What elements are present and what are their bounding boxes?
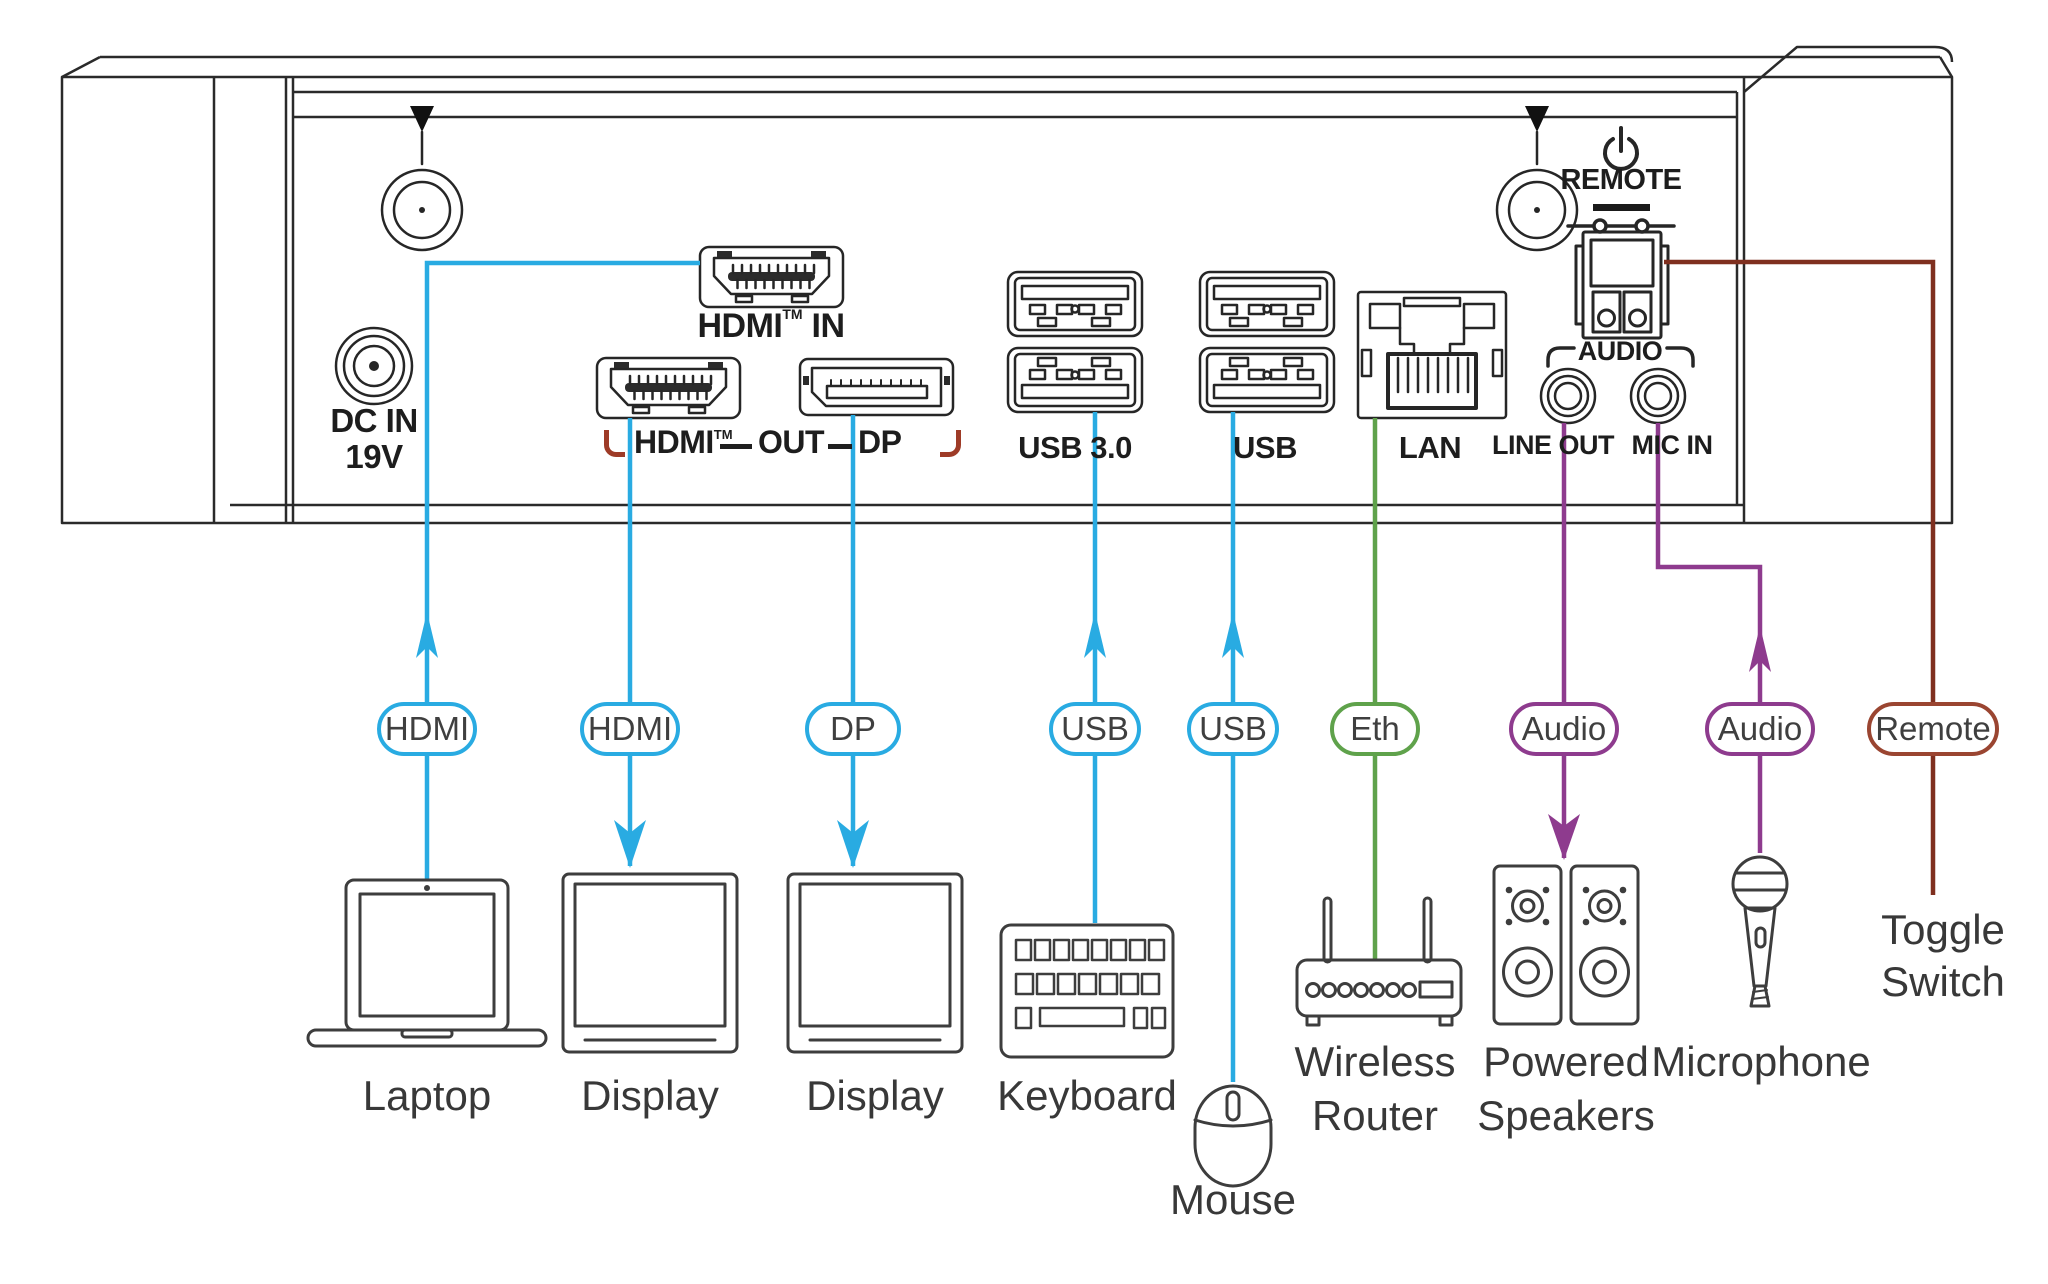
- connector-pill-usb-mouse: USB: [1187, 702, 1279, 756]
- mouse-icon: [1193, 1084, 1273, 1188]
- hdmi-in-port: [698, 245, 845, 309]
- microphone-label: Microphone: [1651, 1038, 1871, 1085]
- laptop-icon: [306, 878, 548, 1048]
- hdmi-in-label: HDMITM IN: [697, 306, 845, 345]
- toggle-switch-label-line1: Toggle: [1881, 906, 2005, 953]
- bracket-dash-2: [828, 444, 852, 449]
- arrow-up-usb-keyboard: [1084, 612, 1106, 658]
- hdmi-in-cable: [424, 260, 700, 880]
- arrow-up-usb-mouse: [1222, 612, 1244, 658]
- line-out-jack: [1539, 367, 1597, 425]
- bracket-right-hook: [940, 430, 961, 457]
- usb-port-bottom: [1198, 346, 1336, 414]
- contact-closure-icon: [1566, 204, 1676, 234]
- wireless-router-icon: [1295, 896, 1463, 1027]
- display-hdmi-icon: [561, 872, 739, 1054]
- lan-label: LAN: [1398, 430, 1462, 465]
- keyboard-label: Keyboard: [997, 1072, 1177, 1119]
- display-dp-label: Display: [806, 1072, 944, 1119]
- hdmi-out-port: [595, 356, 742, 420]
- connector-pill-hdmi-laptop: HDMI: [377, 702, 477, 756]
- lan-port: [1356, 290, 1508, 420]
- mic-in-jack: [1629, 367, 1687, 425]
- usb3-port-bottom: [1006, 346, 1144, 414]
- out-group-dp-text: DP: [858, 424, 902, 460]
- audio-label: AUDIO: [1577, 336, 1663, 366]
- arrow-up-hdmi-in: [416, 612, 438, 658]
- microphone-icon: [1731, 855, 1789, 1008]
- connector-pill-remote: Remote: [1867, 702, 1999, 756]
- arrow-down-display-hdmi: [614, 820, 646, 868]
- usb3-port-top: [1006, 270, 1144, 338]
- standby-button-right: [1495, 106, 1579, 252]
- powered-speakers-icon: [1492, 864, 1640, 1026]
- display-dp-icon: [786, 872, 964, 1054]
- line-out-label: LINE OUT: [1492, 430, 1615, 460]
- connector-pill-eth: Eth: [1330, 702, 1420, 756]
- remote-label: REMOTE: [1560, 164, 1682, 196]
- arrow-up-mic: [1749, 626, 1771, 672]
- remote-terminal-block: [1574, 230, 1670, 340]
- mic-in-label: MIC IN: [1631, 430, 1714, 460]
- bracket-left-hook: [604, 430, 625, 457]
- dc-in-label: DC IN: [330, 402, 418, 439]
- arrow-down-display-dp: [837, 820, 869, 868]
- arrow-down-speakers: [1548, 814, 1580, 860]
- dc-in-jack: [334, 326, 414, 406]
- device-chassis: [60, 45, 1954, 525]
- speakers-label-line1: Powered: [1483, 1038, 1649, 1085]
- power-icon: [1603, 126, 1639, 171]
- mouse-label: Mouse: [1169, 1176, 1297, 1223]
- router-label-line2: Router: [1311, 1092, 1439, 1139]
- connector-pill-hdmi-display: HDMI: [580, 702, 680, 756]
- audio-bracket: [1546, 346, 1695, 368]
- bracket-dash-1: [720, 444, 752, 449]
- out-group-out-text: OUT: [758, 424, 825, 460]
- router-label-line1: Wireless: [1294, 1038, 1456, 1085]
- connector-pill-dp: DP: [805, 702, 901, 756]
- usb-label: USB: [1233, 430, 1297, 465]
- remote-cable: [1664, 259, 1936, 895]
- out-group-hdmi-text: HDMITM: [634, 424, 733, 460]
- laptop-label: Laptop: [362, 1072, 492, 1119]
- usb3-label: USB 3.0: [1018, 430, 1132, 465]
- connector-pill-usb-keyboard: USB: [1049, 702, 1141, 756]
- toggle-switch-label-line2: Switch: [1881, 958, 2005, 1005]
- display-hdmi-label: Display: [581, 1072, 719, 1119]
- standby-button-left: [380, 106, 464, 252]
- dc-in-voltage-label: 19V: [345, 438, 403, 475]
- usb-port-top: [1198, 270, 1336, 338]
- keyboard-icon: [999, 923, 1175, 1059]
- connector-pill-audio-mic: Audio: [1705, 702, 1815, 756]
- dp-port: [798, 357, 955, 417]
- speakers-label-line2: Speakers: [1477, 1092, 1655, 1139]
- connector-pill-audio-speakers: Audio: [1509, 702, 1619, 756]
